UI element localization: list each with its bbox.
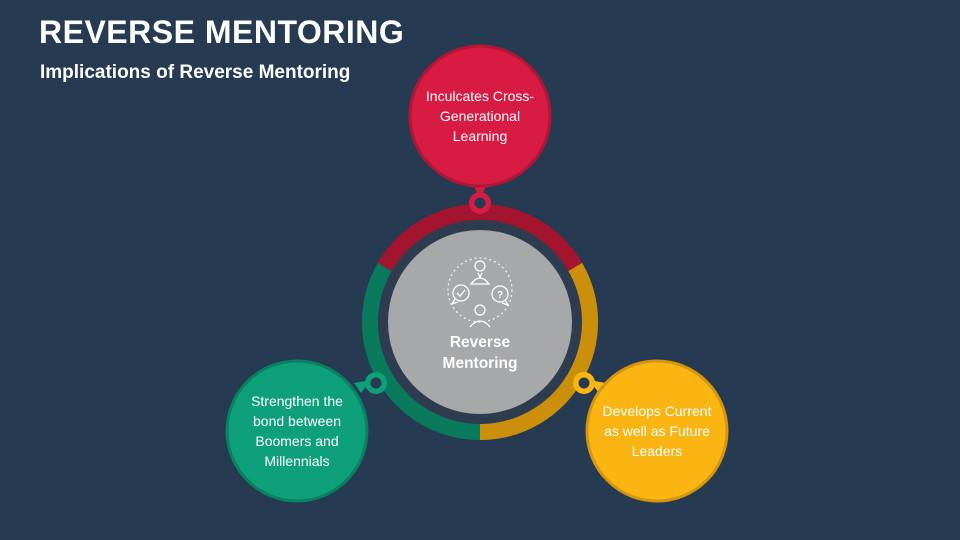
bubble-left-text: Strengthen the bond between Boomers and … xyxy=(251,393,343,469)
ring-segment-yellow xyxy=(479,263,599,440)
bubble-right xyxy=(585,359,729,503)
slide-subtitle: Implications of Reverse Mentoring xyxy=(40,62,351,83)
slide-title: REVERSE MENTORING xyxy=(39,14,405,50)
bubble-left xyxy=(225,359,369,503)
question-mark-icon: ? xyxy=(497,290,503,301)
connector-right xyxy=(573,372,606,394)
bubble-top xyxy=(408,44,552,188)
center-label-line1: Reverse xyxy=(449,334,511,351)
bubble-top-text: Inculcates Cross-Generational Learning xyxy=(425,88,535,144)
connector-left xyxy=(354,372,387,394)
ring-segment-green xyxy=(361,263,481,440)
mentoring-people-icon xyxy=(447,257,513,328)
bubble-right-text: Develops Current as well as Future Leade… xyxy=(602,403,712,459)
center-label-line2: Mentoring xyxy=(442,355,518,372)
ring-segment-red xyxy=(377,204,583,275)
center-label: Reverse Mentoring xyxy=(404,332,556,374)
